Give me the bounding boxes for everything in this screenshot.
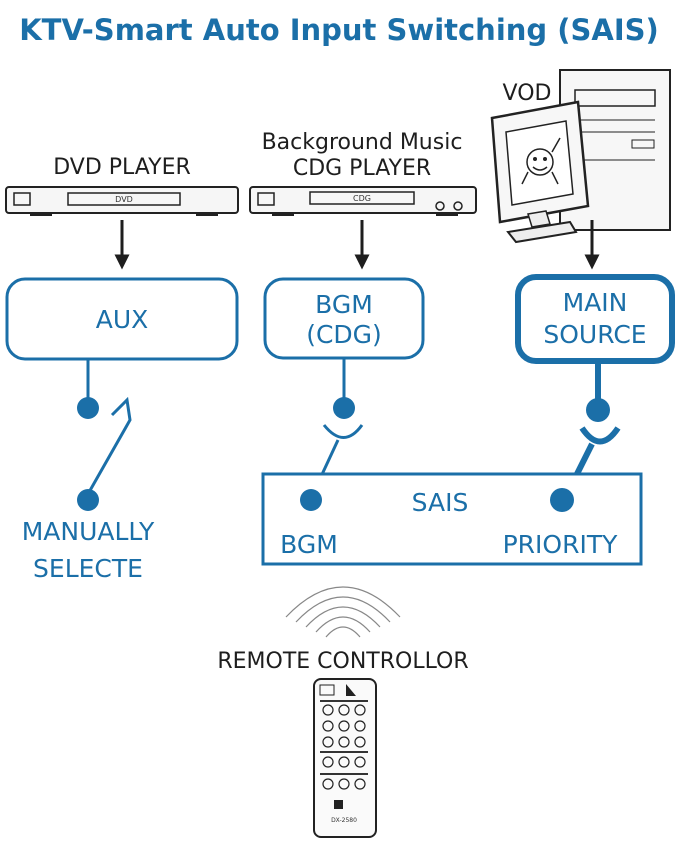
aux-label: AUX	[96, 305, 149, 334]
sais-box: SAIS BGM PRIORITY	[261, 472, 643, 566]
sais-bgm-label: BGM	[280, 530, 338, 559]
cdg-label-line1: Background Music	[262, 130, 463, 155]
cdg-player-icon: CDG	[249, 186, 477, 216]
vod-computer-icon	[490, 69, 671, 244]
dvd-face-text: DVD	[115, 195, 133, 204]
cdg-label-line2: CDG PLAYER	[293, 156, 431, 181]
bgm-label-line1: BGM	[315, 290, 373, 319]
sais-title: SAIS	[412, 488, 469, 517]
bgm-label-line2: (CDG)	[306, 320, 382, 349]
signal-waves-icon	[285, 586, 401, 638]
remote-model-text: DX-2580	[331, 817, 357, 824]
main-endpoint-dot	[550, 488, 574, 512]
aux-input-box: AUX	[5, 277, 239, 361]
main-label-line2: SOURCE	[543, 320, 646, 349]
remote-label: REMOTE CONTROLLOR	[217, 649, 468, 674]
vod-label: VOD	[503, 81, 552, 106]
page-title: KTV-Smart Auto Input Switching (SAIS)	[19, 13, 659, 47]
main-source-input-box: MAIN SOURCE	[515, 274, 675, 364]
sais-priority-label: PRIORITY	[503, 530, 619, 559]
remote-controller-icon: DX-2580	[313, 678, 377, 838]
main-label-line1: MAIN	[563, 288, 628, 317]
bgm-input-box: BGM (CDG)	[263, 277, 425, 360]
manual-line1: MANUALLY	[22, 517, 155, 546]
bgm-endpoint-dot	[300, 489, 322, 511]
manual-line2: SELECTE	[33, 554, 143, 583]
manual-switch	[77, 359, 132, 511]
cdg-face-text: CDG	[353, 194, 371, 203]
dvd-player-label: DVD PLAYER	[53, 155, 191, 180]
dvd-player-icon: DVD	[5, 186, 239, 216]
